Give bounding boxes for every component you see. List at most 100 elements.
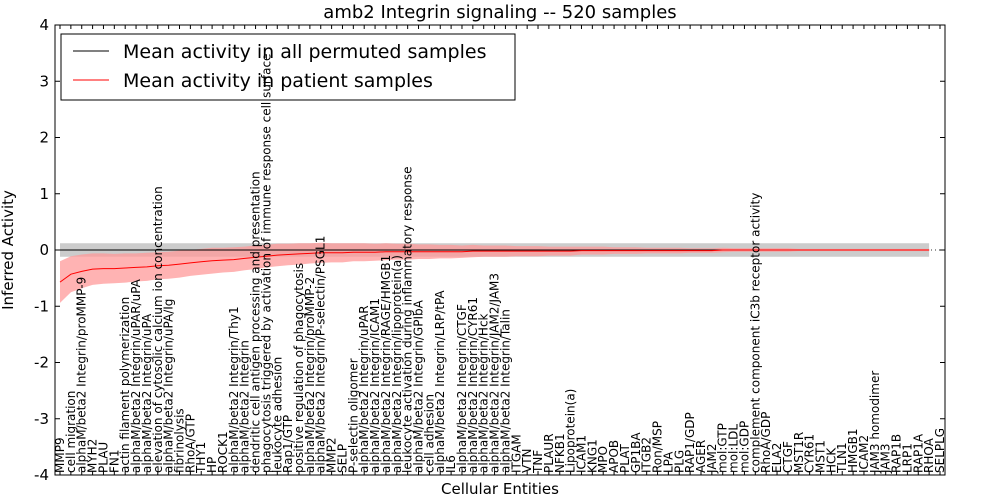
x-tick-label: Ron/MSP (651, 421, 665, 473)
x-tick-label: THY1 (194, 442, 208, 474)
legend-patient-label: Mean activity in patient samples (123, 70, 433, 92)
x-tick-label: alphaM/beta2 Integrin/ICAM1 (368, 298, 382, 473)
x-tick-label: mol:GTP (716, 423, 730, 473)
x-tick-label: ICAM1 (575, 435, 589, 473)
y-tick-label: 3 (39, 72, 49, 90)
x-tick-label: alphaM/beta2 Integrin/uPAR/uPA (129, 278, 143, 473)
y-tick-label: -4 (34, 466, 49, 484)
x-tick-label: alphaM/beta2 Integrin/LRP/tPA (433, 290, 447, 473)
x-tick-label: MMP9 (53, 437, 67, 473)
plot-area (55, 242, 945, 303)
x-tick-label: alphaM/beta2 Integrin/RAGE/HMGB1 (379, 255, 393, 473)
x-tick-label: alphaM/beta2 Integrin (238, 340, 252, 473)
x-tick-label: SELPLG (933, 428, 947, 473)
x-tick-label: CYR61 (803, 434, 817, 473)
x-tick-label: MST1R (792, 432, 806, 473)
x-tick-label: PLG (672, 450, 686, 473)
x-tick-label: JAM2 (705, 443, 719, 474)
x-tick-label: ITGAM (509, 434, 523, 473)
x-tick-label: Rap1/GTP (281, 415, 295, 473)
x-tick-label: ITGB2 (640, 437, 654, 473)
x-tick-label: LRP1 (900, 443, 914, 473)
x-tick-label: HP (205, 457, 219, 473)
x-tick-label: alphaM/beta2 Integrin/proMMP-9 (75, 277, 89, 473)
x-tick-label: alphaM/beta2 Integrin/lipoprotein(a) (390, 255, 404, 473)
x-tick-label: JAM3 (879, 443, 893, 474)
x-tick-label: positive regulation of phagocytosis (292, 263, 306, 473)
x-tick-label: alphaM/beta2 Integrin/proMMP-2 (303, 277, 317, 473)
x-tick-label: Lipoprotein(a) (564, 389, 578, 473)
x-tick-label: MMP2 (325, 437, 339, 473)
x-tick-label: TNF (531, 450, 545, 474)
x-tick-label: complement component iC3b receptor activ… (748, 193, 762, 473)
x-tick-label: HMGB1 (846, 428, 860, 473)
x-tick-label: ICAM2 (857, 435, 871, 473)
x-tick-label: MPO (596, 446, 610, 473)
x-tick-label: LPA (661, 451, 675, 473)
x-tick-label: mol:LDL (727, 424, 741, 473)
x-tick-label: alphaM/beta2 Integrin/CYR61 (466, 297, 480, 473)
x-tick-label: actin filament polymerization (118, 297, 132, 473)
x-tick-label: RhoA/GDP (759, 412, 773, 473)
x-tick-label: leukocyte adhesion (270, 357, 284, 473)
x-tick-label: P-selectin oligomer (346, 358, 360, 473)
x-tick-label: mol:GDP (737, 421, 751, 473)
x-tick-label: JAM3 homodimer (868, 371, 882, 474)
y-tick-label: -1 (34, 297, 49, 315)
legend-permuted-label: Mean activity in all permuted samples (123, 41, 486, 63)
x-tick-label: alphaM/beta2 Integrin/Hck (477, 313, 491, 473)
x-tick-label: GP1BA (629, 432, 643, 473)
x-tick-label: RHOA (922, 437, 936, 473)
legend: Mean activity in all permuted samples Me… (60, 33, 516, 101)
x-tick-label: SELP (336, 444, 350, 473)
x-tick-label: alphaM/beta2 Integrin/Talin (498, 309, 512, 473)
x-tick-label: IL6 (444, 455, 458, 473)
x-tick-label: TLN1 (835, 442, 849, 474)
x-tick-label: ROCK1 (216, 431, 230, 473)
x-tick-label: MST1 (814, 440, 828, 473)
x-tick-label: cell adhesion (422, 394, 436, 473)
x-tick-label: KNG1 (585, 439, 599, 473)
series-line-patient (59, 249, 930, 283)
y-tick-label: 1 (39, 185, 49, 203)
x-tick-label: leukocyte activation during inflammatory… (401, 166, 415, 473)
x-tick-label: fibrinolysis (173, 408, 187, 473)
x-tick-label: dendritic cell antigen processing and pr… (249, 171, 263, 473)
x-tick-label: ELA2 (770, 443, 784, 473)
x-tick-label: AGER (694, 440, 708, 473)
x-tick-label: CTGF (781, 441, 795, 473)
x-tick-label: RAP1B (890, 434, 904, 473)
x-tick-label: alphaM/beta2 Integrin/Thy1 (227, 306, 241, 473)
x-tick-label: FN1 (107, 449, 121, 473)
x-axis-label: Cellular Entities (441, 480, 559, 498)
x-tick-label: RAP1A (911, 433, 925, 473)
x-tick-label: RhoA/GTP (183, 414, 197, 473)
y-tick-label: 0 (39, 241, 49, 259)
x-tick-label: RAP1/GDP (683, 412, 697, 473)
x-tick-label: alphaM/beta2 Integrin/JAM2/JAM3 (488, 273, 502, 473)
legend-box (60, 33, 516, 101)
x-tick-label: PLAU (97, 442, 111, 473)
x-tick-label: APOB (607, 440, 621, 473)
x-tick-label: phagocytosis triggered by activation of … (259, 54, 273, 473)
x-tick-label: PLAUR (542, 433, 556, 473)
y-tick-label: -2 (34, 354, 49, 372)
x-tick-label: alphaM/beta2 Integrin/CTGF (455, 304, 469, 473)
x-tick-label: alphaM/beta2 Integrin/P-selectin/PSGL1 (314, 236, 328, 473)
y-tick-label: 2 (39, 129, 49, 147)
x-tick-label: alphaM/beta2 Integrin/uPAR (357, 305, 371, 473)
patient-band (60, 242, 930, 303)
x-tick-label: alphaM/beta2 Integrin/uPA (140, 313, 154, 473)
y-tick-label: 4 (39, 16, 49, 34)
x-tick-label: VTN (520, 448, 534, 473)
chart-title: amb2 Integrin signaling -- 520 samples (323, 2, 676, 23)
x-tick-label: elevation of cytosolic calcium ion conce… (151, 186, 165, 473)
y-tick-label: -3 (34, 410, 49, 428)
x-tick-label: HCK (824, 447, 838, 473)
y-axis: -4 -3 -2 -1 0 1 2 3 4 (34, 16, 945, 484)
x-tick-label: MYH2 (86, 439, 100, 473)
x-tick-label: cell migration (64, 391, 78, 473)
x-tick-label: PLAT (618, 444, 632, 473)
